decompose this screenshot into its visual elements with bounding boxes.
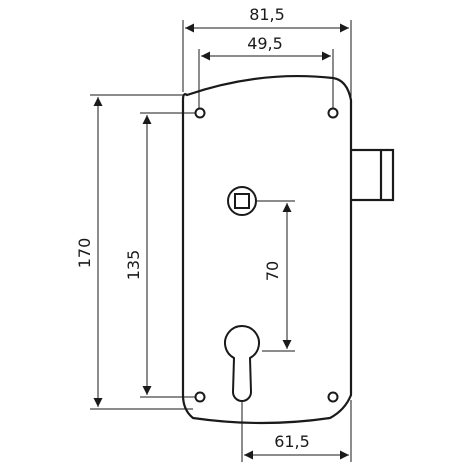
dimension-hole-spacing-vertical: 135: [124, 112, 195, 398]
dimension-overall-height: 170: [75, 94, 193, 410]
dim-label-follower-to-cylinder: 70: [263, 261, 282, 281]
screw-hole-bottom-left: [194, 391, 206, 403]
follower: [227, 186, 257, 216]
dim-label-overall-height: 170: [75, 238, 94, 269]
screw-holes: [194, 107, 339, 403]
screw-hole-top-right: [327, 107, 339, 119]
bolt: [348, 148, 395, 202]
dim-label-hole-spacing-vertical: 135: [124, 250, 143, 281]
dimension-cylinder-to-edge: 61,5: [241, 400, 352, 462]
lock-plate: [181, 74, 353, 425]
dim-label-cylinder-to-edge: 61,5: [274, 432, 310, 451]
screw-hole-bottom-right: [327, 391, 339, 403]
dimension-hole-spacing-top: 49,5: [198, 34, 334, 108]
dim-label-overall-width: 81,5: [249, 5, 285, 24]
dimension-overall-width: 81,5: [182, 5, 352, 100]
screw-hole-top-left: [194, 107, 206, 119]
dim-label-hole-spacing-top: 49,5: [247, 34, 283, 53]
cylinder-cutout: [224, 325, 260, 402]
dimension-follower-to-cylinder: 70: [257, 200, 295, 352]
